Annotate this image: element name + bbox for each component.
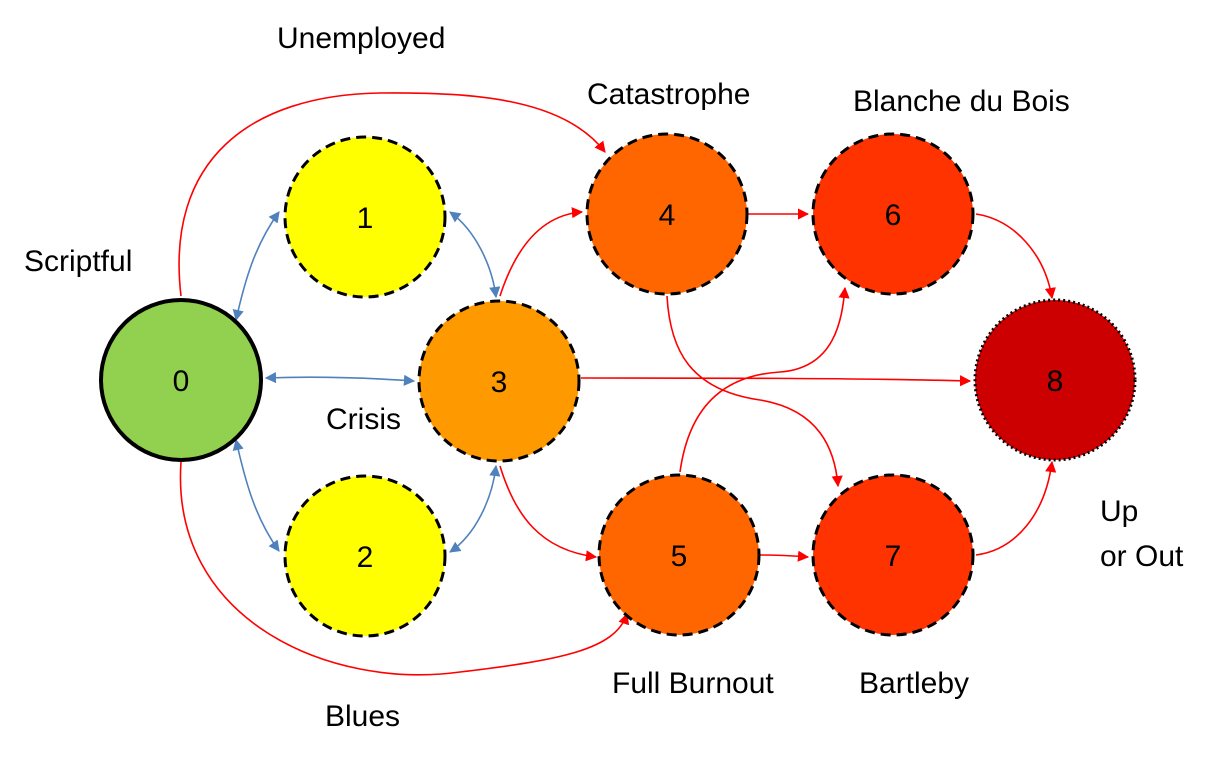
edge-2-3 bbox=[449, 464, 501, 553]
edge-0-2 bbox=[232, 438, 280, 552]
labels-layer: Scriptful Unemployed Catastrophe Blanche… bbox=[24, 22, 1184, 733]
edge-5-7 bbox=[759, 550, 810, 562]
node-7-number: 7 bbox=[885, 540, 902, 573]
node-8-number: 8 bbox=[1047, 365, 1064, 398]
label-scriptful: Scriptful bbox=[24, 245, 132, 278]
node-4[interactable]: 4 bbox=[585, 132, 749, 296]
label-or-out: or Out bbox=[1100, 540, 1184, 573]
edge-6-8 bbox=[975, 213, 1056, 300]
label-blues: Blues bbox=[325, 700, 400, 733]
node-3[interactable]: 3 bbox=[417, 299, 581, 463]
node-6-number: 6 bbox=[885, 199, 902, 232]
node-3-number: 3 bbox=[491, 366, 508, 399]
node-0-number: 0 bbox=[173, 365, 190, 398]
nodes-layer: 0 1 2 3 4 5 6 7 bbox=[99, 132, 1137, 638]
label-full-burnout: Full Burnout bbox=[612, 667, 774, 700]
edge-4-7 bbox=[666, 295, 843, 488]
node-1[interactable]: 1 bbox=[283, 135, 447, 299]
edge-0-5 bbox=[179, 461, 630, 676]
node-6[interactable]: 6 bbox=[811, 132, 975, 296]
edge-3-4 bbox=[499, 207, 584, 297]
node-1-number: 1 bbox=[357, 202, 374, 235]
node-4-number: 4 bbox=[659, 199, 676, 232]
node-5-number: 5 bbox=[671, 540, 688, 573]
edge-1-3 bbox=[449, 211, 501, 299]
edge-7-8 bbox=[975, 460, 1057, 556]
node-5[interactable]: 5 bbox=[597, 473, 761, 637]
label-catastrophe: Catastrophe bbox=[587, 78, 750, 111]
edge-0-3 bbox=[264, 372, 416, 386]
label-crisis: Crisis bbox=[326, 403, 401, 436]
node-2[interactable]: 2 bbox=[283, 474, 447, 638]
node-8[interactable]: 8 bbox=[973, 298, 1137, 462]
edge-3-5 bbox=[499, 465, 598, 562]
node-0[interactable]: 0 bbox=[99, 298, 263, 462]
label-bartleby: Bartleby bbox=[859, 667, 969, 700]
edge-0-4 bbox=[178, 92, 606, 297]
label-blanche-du-bois: Blanche du Bois bbox=[853, 85, 1070, 118]
label-up: Up bbox=[1100, 495, 1138, 528]
node-2-number: 2 bbox=[357, 541, 374, 574]
label-unemployed: Unemployed bbox=[277, 22, 445, 55]
edges-layer bbox=[178, 92, 1057, 676]
node-7[interactable]: 7 bbox=[811, 473, 975, 637]
edge-5-6 bbox=[679, 286, 850, 473]
edge-0-1 bbox=[232, 211, 280, 322]
edge-3-8 bbox=[580, 375, 972, 387]
